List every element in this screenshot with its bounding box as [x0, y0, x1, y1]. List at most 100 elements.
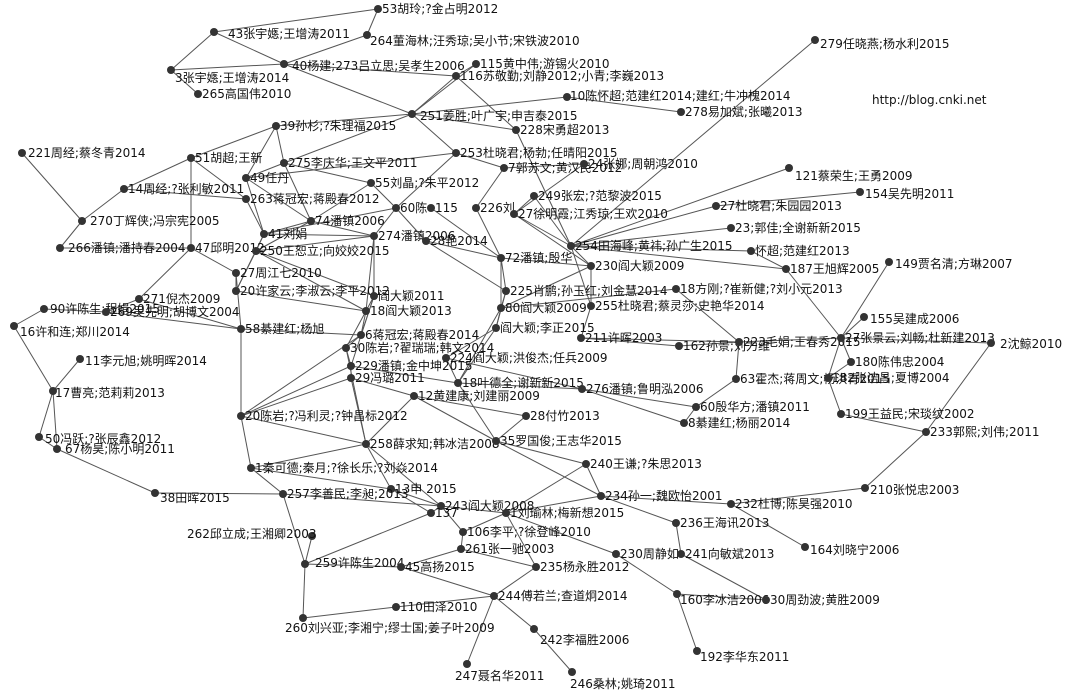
node-label: 242李福胜2006 [540, 632, 629, 647]
edge-n57-n60 [105, 311, 242, 330]
node-label: 27徐明霞;江秀琼;王欢2010 [518, 206, 668, 221]
edge-n34-n38 [513, 213, 572, 247]
node-label: 23;郭佳;全谢新新2015 [735, 220, 861, 235]
node-label: 58綦建红;杨旭 [245, 321, 324, 336]
node-label: 223毛娟;王春秀2015 [743, 335, 861, 349]
node-dot [151, 489, 159, 497]
node-dot [712, 202, 720, 210]
node-dot [452, 72, 460, 80]
edge-n52-n66 [675, 288, 740, 343]
edge-n96-n101 [600, 495, 677, 524]
graph-node-n74: 63霍杰;蒋周文;杨洪青2015 [732, 371, 890, 386]
node-dot [357, 331, 365, 339]
edge-n12-n17 [411, 113, 457, 154]
graph-node-n24: 49任丹 [242, 171, 289, 185]
node-label: 115黄中伟;游锡火2010 [480, 56, 610, 71]
graph-node-n92: 240王谦;?朱思2013 [582, 457, 702, 471]
node-dot [442, 354, 450, 362]
edge-n5-n12 [411, 63, 477, 115]
edge-n61-n83 [240, 334, 362, 417]
node-dot [522, 412, 530, 420]
node-dot [492, 437, 500, 445]
edge-n29-n40 [59, 220, 83, 249]
node-dot [18, 149, 26, 157]
edge-n74-n81 [695, 378, 737, 408]
node-dot [673, 590, 681, 598]
edge-n73-n79 [445, 357, 583, 390]
graph-node-n12: 251姜胜;叶广宇;申吉泰2015 [408, 108, 578, 123]
graph-node-n119: 247聂名华2011 [455, 660, 544, 683]
node-label: 278易加斌;张曦2013 [685, 105, 803, 119]
edge-n20-n25 [283, 162, 372, 184]
node-dot [847, 358, 855, 366]
node-label: 29冯璐2011 [355, 371, 425, 385]
node-dot [492, 324, 500, 332]
node-label: 154吴先明2011 [865, 187, 954, 201]
edge-n91-n93 [250, 467, 392, 490]
node-dot [463, 660, 471, 668]
edge-n86-n97 [864, 431, 927, 489]
graph-node-n63: 16许和连;郑川2014 [10, 322, 130, 339]
edge-n72-n78 [350, 365, 459, 384]
edge-n41-n48 [190, 247, 237, 274]
graph-node-n19: 24张娜;周朝鸿2010 [580, 157, 698, 171]
node-dot [272, 122, 280, 130]
node-dot [490, 592, 498, 600]
node-dot [242, 174, 250, 182]
edge-n4-n12 [283, 63, 413, 115]
graph-node-n6: 279任晓燕;杨水利2015 [811, 36, 950, 51]
node-label: 230阎大颖2009 [595, 259, 684, 273]
node-dot [299, 614, 307, 622]
edge-n94-n95 [154, 492, 284, 495]
graph-node-n46: 187王旭辉2005 [782, 262, 879, 276]
node-dot [252, 247, 260, 255]
graph-node-n67: 27张景云;刘畅;杜新建2013 [837, 330, 995, 345]
edge-n96-n100 [505, 495, 602, 514]
node-label: 怀超;范建红2013 [755, 243, 850, 258]
node-dot [308, 532, 316, 540]
edge-n13-n24 [245, 125, 277, 179]
node-label: 38田晖2015 [160, 491, 230, 505]
node-label: 180陈伟忠2004 [855, 354, 944, 369]
graph-node-n8: 265高国伟2010 [194, 86, 291, 101]
node-label: 40杨建;273吕立思;吴孝生2006 [292, 58, 465, 73]
graph-node-n28: 27杜晓君;朱园园2013 [712, 198, 842, 213]
node-dot [35, 433, 43, 441]
edge-n23-n29 [81, 188, 125, 222]
edge-n88-n91 [250, 443, 367, 469]
node-label: 149贾名清;方琳2007 [895, 256, 1013, 271]
node-dot [693, 647, 701, 655]
node-dot [232, 287, 240, 295]
edge-n21-n38 [570, 167, 790, 247]
graph-node-n103: 106李平;?徐登峰2010 [459, 524, 591, 539]
node-label: 41刘娟 [268, 227, 307, 241]
edge-n76-n87 [38, 390, 54, 438]
node-dot [397, 563, 405, 571]
node-dot [167, 66, 175, 74]
edge-n112-n117 [493, 595, 535, 630]
graph-node-n113: 160李冰洁2006 [673, 590, 769, 607]
node-dot [987, 339, 995, 347]
node-label: 261张一驰2003 [465, 542, 554, 556]
node-dot [454, 379, 462, 387]
node-label: 258薛求知;韩冰洁2008 [370, 436, 500, 451]
edge-n42-n50 [255, 250, 375, 297]
node-label: 121蔡荣生;王勇2009 [795, 169, 913, 183]
node-label: 240王谦;?朱思2013 [590, 457, 702, 471]
node-dot [210, 28, 218, 36]
edge-n35-n38 [570, 227, 732, 247]
node-label: 232杜博;陈昊强2010 [735, 496, 853, 511]
edge-n12-n14 [411, 113, 517, 131]
edge-n96-n98 [600, 495, 732, 505]
graph-node-n117: 242李福胜2006 [530, 625, 629, 647]
edge-n31-n36 [263, 207, 397, 235]
edge-n38-n46 [570, 245, 787, 270]
graph-node-n31: 60陈 [392, 200, 427, 215]
edge-n71-n75 [827, 361, 852, 379]
graph-node-n4: 40杨建;273吕立思;吴孝生2006 [280, 58, 465, 73]
node-label: 阎大颖;李正2015 [500, 320, 595, 335]
node-dot [727, 224, 735, 232]
graph-node-n13: 39孙杉;?朱理福2015 [272, 118, 396, 133]
node-dot [582, 460, 590, 468]
graph-node-n69: 11李元旭;姚明晖2014 [76, 353, 207, 368]
